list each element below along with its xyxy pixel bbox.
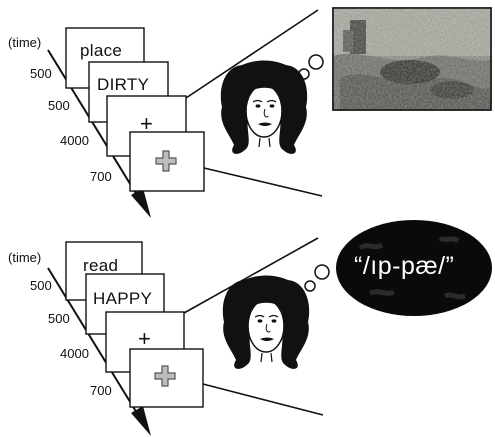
fixation-plus: +	[138, 326, 152, 351]
fixation-plus: +	[140, 111, 154, 136]
projection-line-upper	[183, 237, 319, 314]
target-word: HAPPY	[93, 289, 153, 308]
duration-label-3: 4000	[60, 133, 89, 148]
time-axis-label: (time)	[8, 250, 42, 265]
face-illustration	[220, 60, 308, 154]
speech-bubble-text: “/ıp-pæ/”	[354, 252, 455, 280]
duration-label-2: 500	[48, 98, 70, 113]
fixation-cross-icon	[155, 150, 177, 172]
fixation-cross-icon	[154, 365, 176, 387]
timeline-arrow	[47, 49, 151, 218]
duration-label-1: 500	[30, 278, 52, 293]
projection-line-lower	[203, 167, 323, 197]
target-word: DIRTY	[97, 75, 150, 94]
face-illustration	[222, 275, 310, 369]
duration-label-3: 4000	[60, 346, 89, 361]
duration-label-2: 500	[48, 311, 70, 326]
timeline-arrow	[47, 267, 151, 436]
panel-graphics	[47, 220, 492, 436]
cue-word: read	[83, 256, 119, 275]
speech-thought-bubble	[336, 220, 492, 316]
panel-graphics	[47, 7, 492, 218]
trial-panel-speech: (time) 500 500 4000 700 read HAPPY + “/ı…	[0, 218, 495, 436]
projection-line-upper	[185, 9, 319, 99]
trial-panel-imagery: (time) 500 500 4000 700 place DIRTY +	[0, 0, 495, 218]
cue-word: place	[80, 41, 123, 60]
duration-label-4: 700	[90, 383, 112, 398]
projection-line-lower	[202, 383, 324, 416]
duration-label-1: 500	[30, 66, 52, 81]
duration-label-4: 700	[90, 169, 112, 184]
time-axis-label: (time)	[8, 35, 42, 50]
imagery-photo	[332, 7, 492, 111]
